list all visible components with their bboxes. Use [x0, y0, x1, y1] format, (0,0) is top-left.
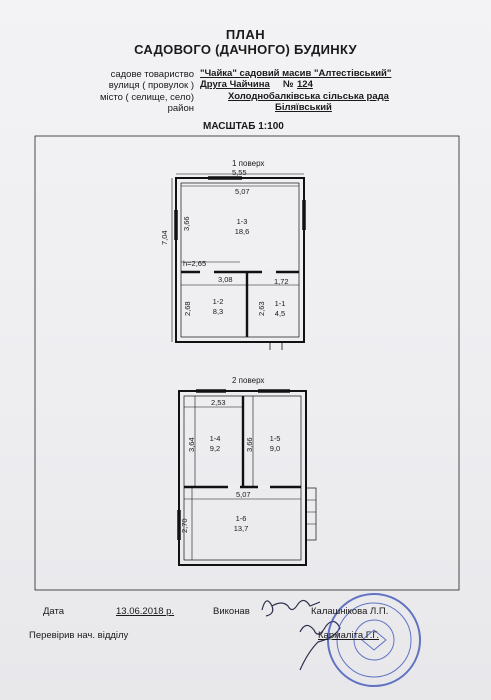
floor1-height-label: h=2,65 — [183, 259, 207, 268]
performer-name: Калашнікова Л.П. — [311, 606, 389, 617]
floor2-balcony — [305, 487, 317, 541]
plan-title: ПЛАН — [225, 27, 266, 42]
floor1-title: 1 поверх — [232, 159, 265, 168]
floor2-dim-253: 2,53 — [211, 398, 226, 407]
scale-label: МАСШТАБ 1:100 — [203, 121, 284, 132]
official-stamp — [327, 593, 421, 687]
floor1-inner-wall — [180, 182, 300, 338]
floor1-dim-left-outer: 7,04 — [160, 230, 169, 245]
floor1-dim-308: 3,08 — [218, 275, 233, 284]
floor2-outer-wall — [178, 390, 307, 566]
floor1-dim-top-inner: 5,07 — [235, 187, 250, 196]
floor2-dim-507: 5,07 — [236, 490, 251, 499]
society-value: "Чайка" садовий масив "Алтестівський" — [200, 68, 392, 79]
signature-performer — [261, 599, 321, 617]
floor1-dim-263: 2,63 — [257, 301, 266, 316]
floor1-dim-top-outer: 5,55 — [232, 168, 247, 177]
room-1-6-id: 1-6 — [235, 514, 247, 523]
date-value: 13.06.2018 р. — [116, 606, 175, 617]
room-1-3-area: 18,6 — [234, 227, 250, 236]
signature-checker — [299, 620, 341, 671]
room-1-2-area: 8,3 — [212, 307, 224, 316]
checked-label: Перевірив нач. відділу — [29, 630, 129, 641]
room-1-1-id: 1-1 — [274, 299, 286, 308]
performer-label: Виконав — [213, 606, 250, 617]
district-value: Біляївський — [275, 102, 332, 113]
floor1-dim-room13-height: 3,66 — [182, 216, 191, 231]
plan-subtitle: САДОВОГО (ДАЧНОГО) БУДИНКУ — [134, 42, 357, 57]
floor2-dim-364: 3,64 — [187, 437, 196, 452]
floor1-dim-268: 2,68 — [183, 301, 192, 316]
drawing-frame — [34, 135, 460, 591]
floor2-dim-270: 2,70 — [180, 518, 189, 533]
street-label: вулиця ( провулок ) — [108, 80, 194, 91]
date-label: Дата — [43, 606, 65, 617]
room-1-5-id: 1-5 — [269, 434, 281, 443]
floor2-title: 2 поверх — [232, 376, 265, 385]
society-label: садове товариство — [110, 69, 194, 80]
house-number-label: № — [283, 79, 294, 90]
room-1-3-id: 1-3 — [236, 217, 248, 226]
district-label: район — [167, 103, 194, 114]
room-1-1-area: 4,5 — [274, 309, 286, 318]
place-label: місто ( селище, село) — [99, 92, 194, 103]
room-1-4-id: 1-4 — [209, 434, 221, 443]
street-value: Друга Чайчина — [200, 79, 270, 90]
floor1-dim-172: 1,72 — [274, 277, 289, 286]
room-1-6-area: 13,7 — [233, 524, 249, 533]
house-number-value: 124 — [297, 79, 313, 90]
place-value: Холоднобалківська сільська рада — [228, 91, 389, 102]
room-1-2-id: 1-2 — [212, 297, 224, 306]
checker-name: Кармаліта Г.Г. — [318, 630, 379, 641]
floor2-dim-366: 3,66 — [245, 437, 254, 452]
room-1-4-area: 9,2 — [209, 444, 221, 453]
room-1-5-area: 9,0 — [269, 444, 281, 453]
